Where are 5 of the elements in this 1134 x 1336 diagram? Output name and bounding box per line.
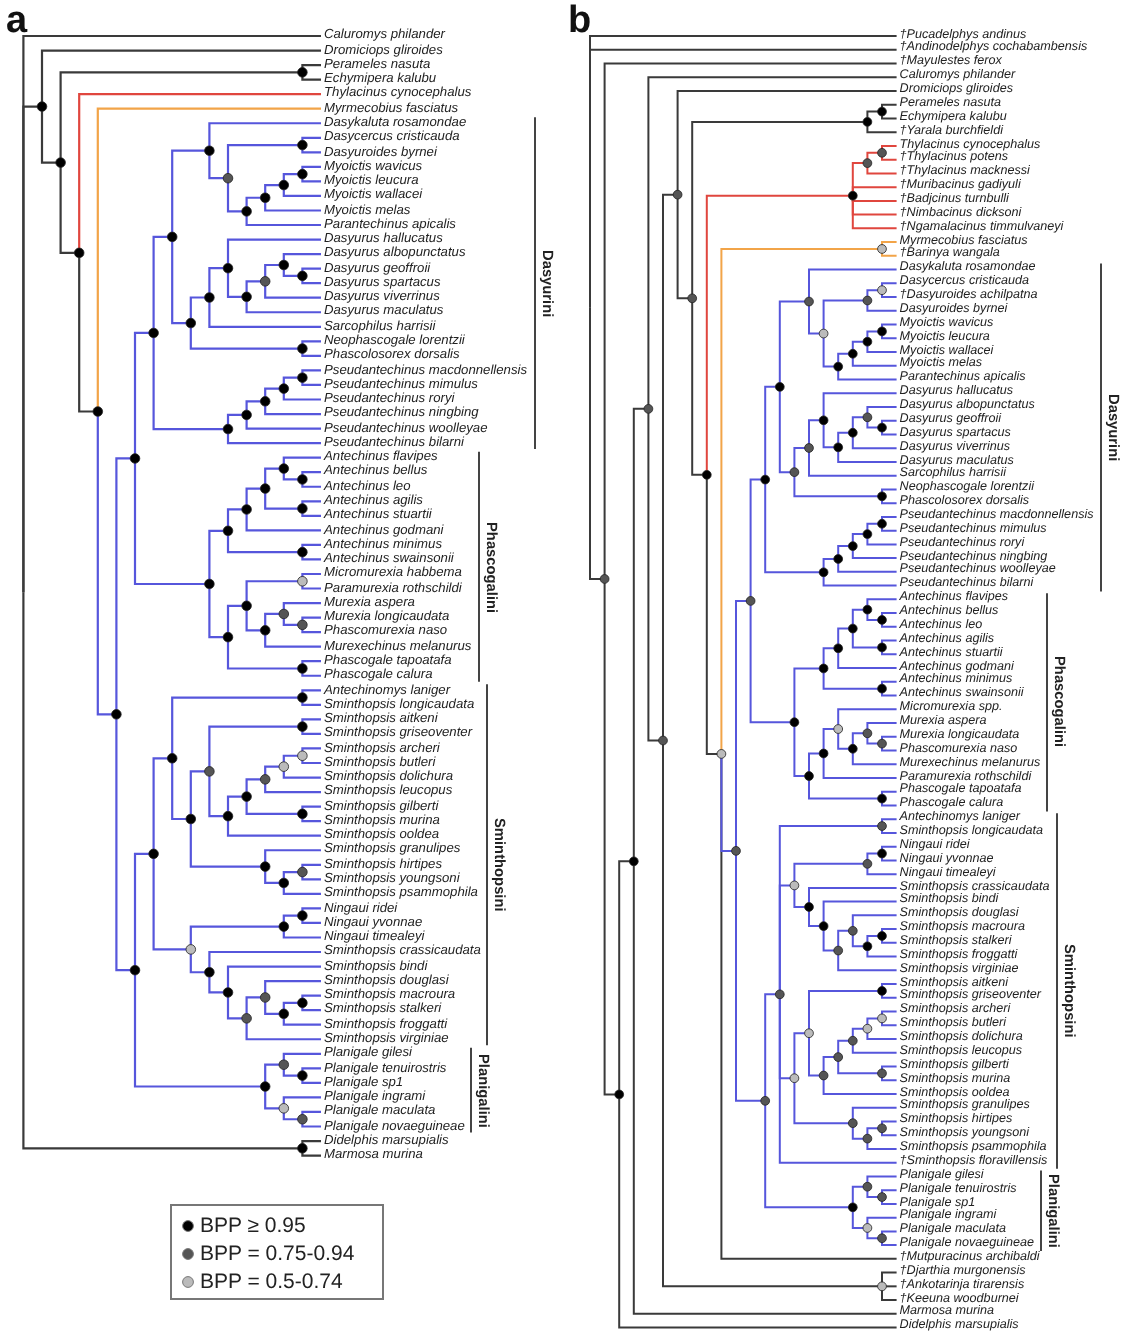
panel-letter: a — [6, 2, 28, 40]
legend-label: BPP = 0.75-0.94 — [200, 1243, 355, 1265]
legend-label: BPP ≥ 0.95 — [200, 1215, 306, 1237]
legend-label: BPP = 0.5-0.74 — [200, 1271, 343, 1293]
panel-letter: b — [568, 2, 592, 40]
